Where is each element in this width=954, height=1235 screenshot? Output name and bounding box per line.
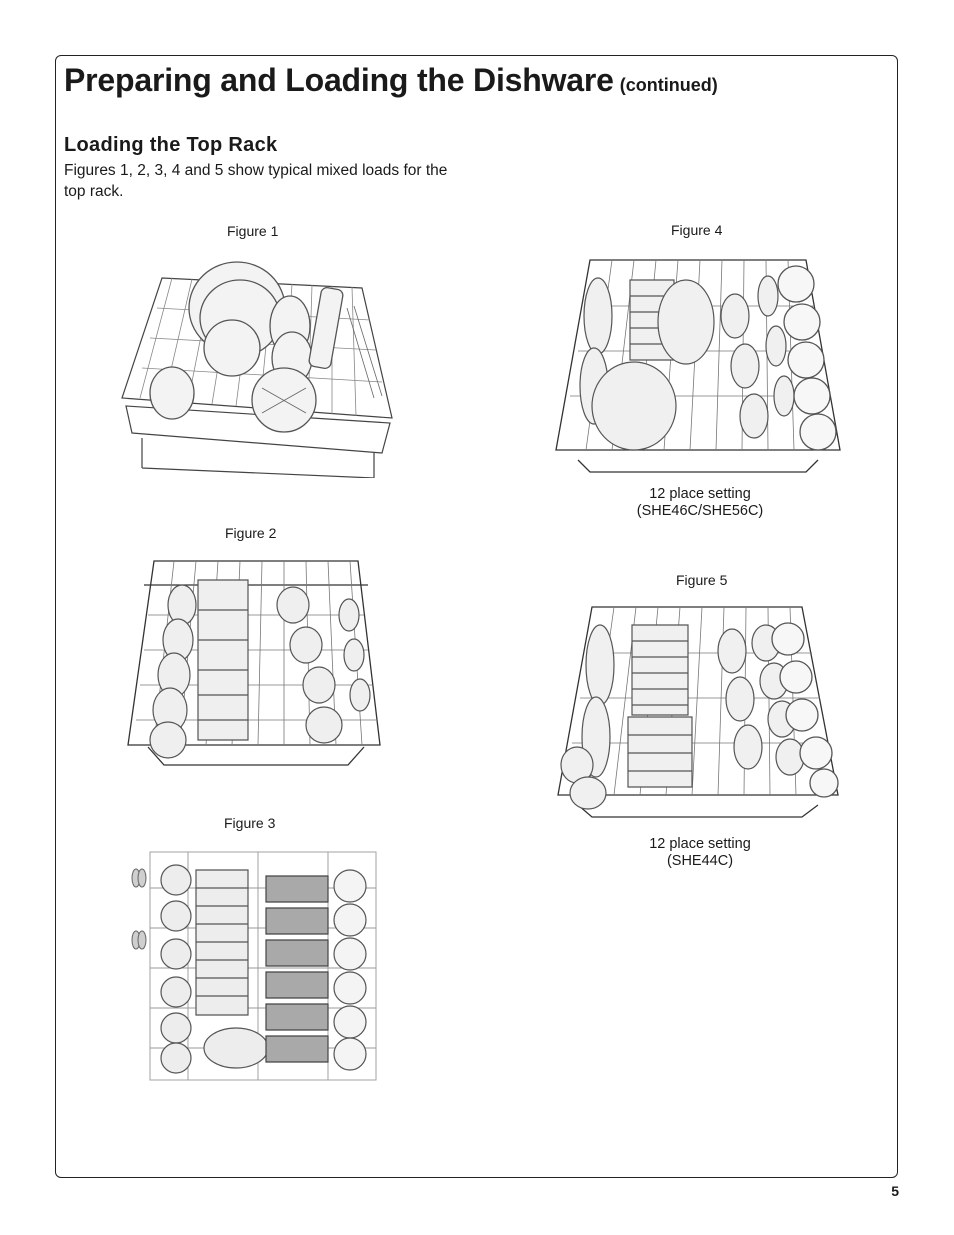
figure-2-label: Figure 2: [225, 525, 277, 541]
rack-illustration-2: [127, 560, 381, 766]
figure-1-label: Figure 1: [227, 223, 279, 239]
rack-illustration-5: [557, 606, 839, 818]
figure-4-label: Figure 4: [671, 222, 723, 238]
rack-illustration-1: [121, 261, 393, 478]
figure-3-illustration: [128, 848, 384, 1088]
figure-4-caption: 12 place setting (SHE46C/SHE56C): [580, 486, 820, 520]
figure-5-caption: 12 place setting (SHE44C): [580, 836, 820, 870]
figure-3-label: Figure 3: [224, 815, 276, 831]
figure-5-caption-line-1: 12 place setting: [649, 836, 751, 852]
figure-5-caption-line-2: (SHE44C): [666, 853, 734, 869]
section-heading: Loading the Top Rack: [64, 134, 278, 156]
page-number: 5: [891, 1183, 899, 1199]
section-intro: Figures 1, 2, 3, 4 and 5 show typical mi…: [64, 162, 448, 200]
rack-illustration-3: [131, 851, 377, 1081]
figure-4-caption-line-2: (SHE46C/SHE56C): [636, 503, 764, 519]
title-continued: (continued): [619, 75, 718, 95]
figure-4-illustration: [550, 256, 846, 476]
figure-1-illustration: [112, 248, 402, 478]
figure-4-caption-line-1: 12 place setting: [649, 486, 751, 502]
page-border: [55, 55, 898, 1178]
figure-5-illustration: [552, 603, 844, 821]
page-title: Preparing and Loading the Dishware(conti…: [64, 62, 718, 98]
figure-5-label: Figure 5: [676, 572, 728, 588]
rack-illustration-4: [555, 259, 841, 473]
figure-2-illustration: [114, 555, 398, 769]
